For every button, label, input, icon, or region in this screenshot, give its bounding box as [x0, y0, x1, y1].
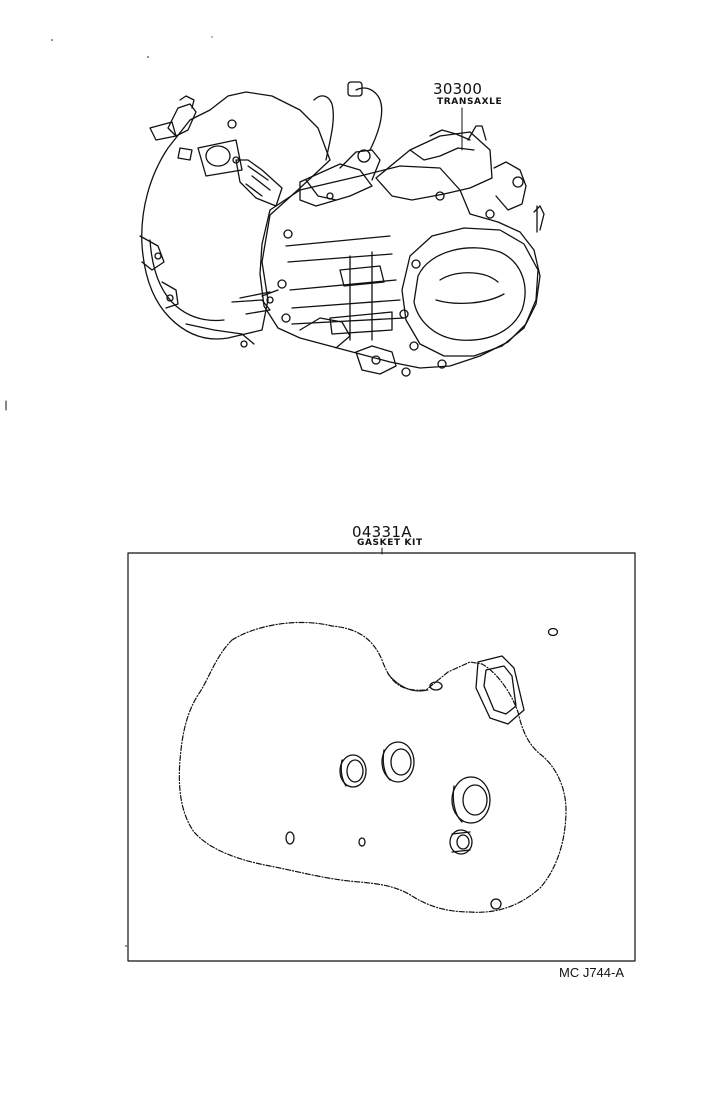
small-o-ring-top-left — [430, 682, 442, 690]
oil-seal-middle — [382, 742, 414, 782]
small-o-ring-top-right — [549, 629, 558, 636]
transaxle-illustration — [140, 82, 544, 376]
oil-seal-left — [340, 755, 366, 787]
gasket-kit-panel — [128, 548, 635, 961]
case-gasket — [179, 622, 566, 912]
small-o-ring-left — [286, 832, 294, 844]
transmission-case — [260, 166, 540, 368]
clutch-housing — [142, 92, 330, 339]
gasket-kit-part-name: GASKET KIT — [357, 538, 423, 548]
small-o-ring-center — [359, 838, 365, 846]
small-o-ring-bottom — [491, 899, 501, 909]
end-cover — [402, 228, 538, 356]
diagram-reference-code: MC J744-A — [559, 965, 625, 980]
transaxle-part-number: 30300 — [433, 80, 483, 98]
small-seal — [450, 830, 472, 854]
transaxle-part-name: TRANSAXLE — [437, 97, 503, 107]
cover-gasket — [476, 656, 524, 724]
oil-seal-right — [452, 777, 490, 823]
gasket-kit-part-number: 04331A — [352, 523, 412, 541]
gasket-kit-frame — [128, 553, 635, 961]
